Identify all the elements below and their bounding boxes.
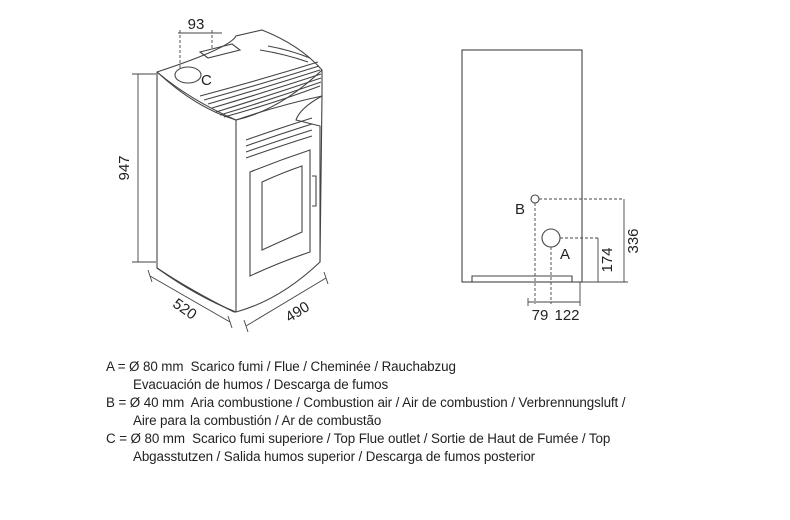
technical-drawing: 947 93 C 520 490 B A 336 174 79 122 [116,16,642,333]
rear-base [471,275,573,282]
stove-perspective-view [156,29,323,313]
stove-side-bottom-curve [156,267,237,313]
legend-line2-b: Aire para la combustión / Ar de combustã… [133,413,382,428]
rear-a-label: A [560,246,570,263]
rear-b-label: B [515,201,525,218]
door-handle [312,175,317,207]
top-grille [199,45,322,118]
door-glass [261,165,303,251]
width-label: 490 [282,298,312,326]
depth-dim-line [149,275,231,323]
legend-row-b: B = Ø 40 mm Aria combustione / Combustio… [106,394,626,430]
legend-key-c: C = Ø 80 mm [106,431,185,446]
width-dim-tick-2 [323,271,329,285]
height-dim-label: 947 [116,155,133,180]
legend-row-c: C = Ø 80 mm Scarico fumi superiore / Top… [106,430,625,466]
legend-key-a: A = Ø 80 mm [106,359,184,374]
rear-hole-b [530,194,540,204]
legend-row-a: A = Ø 80 mm Scarico fumi / Flue / Chemin… [106,358,625,394]
stove-front-top-curve [235,95,323,121]
top-flue-c-label: C [201,72,212,89]
top-flue-c-circle [174,66,202,84]
rear-body-outline [461,49,583,283]
width-dim-tick-1 [243,319,249,333]
dimension-lines-left [132,30,329,333]
front-vents [245,117,313,159]
legend-line1-a: Scarico fumi / Flue / Cheminée / Rauchab… [190,359,456,374]
dim-122-label: 122 [554,307,579,324]
stove-side-top-curve [156,71,237,121]
stove-front-right-edge [319,95,323,263]
dim-79-label: 79 [532,307,549,324]
legend-line1-c: Scarico fumi superiore / Top Flue outlet… [192,431,611,446]
legend-line2-c: Abgasstutzen / Salida humos superior / D… [133,449,536,464]
rear-hole-a [541,228,561,248]
dim-174-label: 174 [599,247,616,272]
legend: A = Ø 80 mm Scarico fumi / Flue / Chemin… [106,358,626,466]
dimension-lines-right [527,198,628,306]
width-dim-line [245,277,327,327]
door-outline [249,149,311,277]
depth-label: 520 [169,295,199,323]
depth-dim-tick-2 [227,315,233,329]
control-panel [198,43,242,59]
legend-line2-a: Evacuación de humos / Descarga de fumos [133,377,389,392]
legend-key-b: B = Ø 40 mm [106,395,185,410]
dim-336-label: 336 [625,228,642,253]
legend-line1-b: Aria combustione / Combustion air / Air … [190,395,626,410]
depth-dim-tick-1 [147,269,153,283]
top-offset-label: 93 [188,16,205,33]
